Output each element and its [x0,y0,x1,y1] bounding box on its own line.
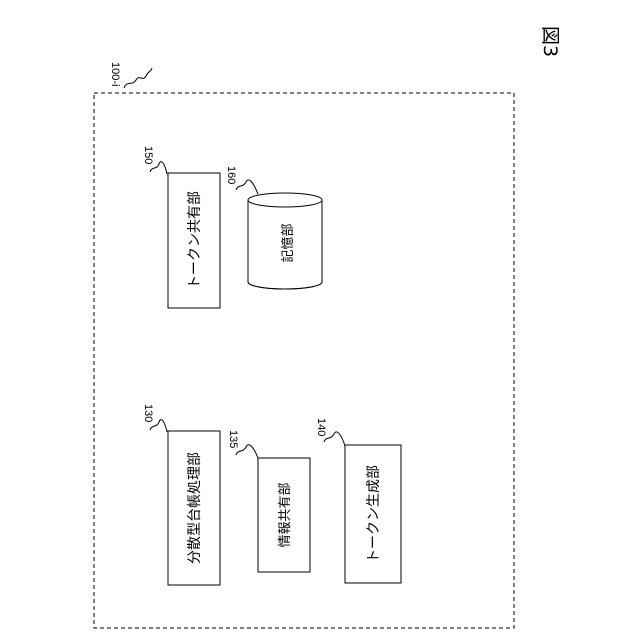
info-sharing-label: 情報共有部 [278,482,293,547]
storage-leader [236,180,258,194]
token-sharing-ref: 150 [142,146,154,164]
figure-label: 図3 [539,26,561,57]
device-ref-label: 100-i [109,62,121,86]
device-ref-leader [124,68,152,88]
ledger-processing-label: 分散型台帳処理部 [187,452,203,564]
token-generation-ref: 140 [315,418,327,436]
info-sharing-ref: 135 [227,430,239,448]
storage-label: 記憶部 [280,223,296,262]
ledger-processing-ref: 130 [142,404,154,422]
token-generation-label: トークン生成部 [366,465,382,563]
token-sharing-label: トークン共有部 [187,191,203,289]
storage-ref: 160 [225,166,237,184]
